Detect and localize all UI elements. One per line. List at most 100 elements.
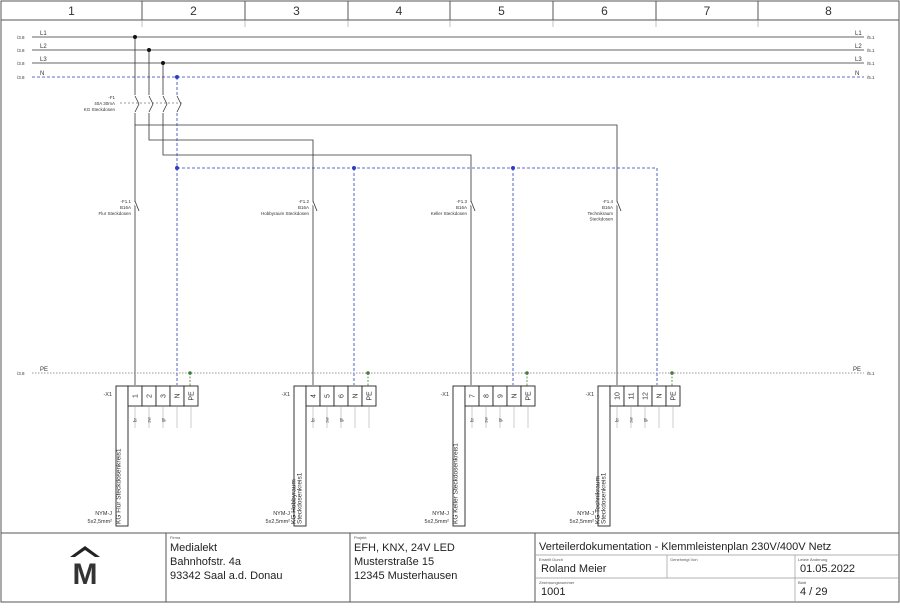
rcd-tag: -F1 — [108, 95, 115, 100]
breaker-contact — [470, 200, 476, 212]
cable-size: 5x2,5mm² — [425, 519, 450, 525]
junction-dot — [161, 61, 165, 65]
terminal-label-pe: PE — [671, 391, 678, 401]
terminal-label-11: 11 — [629, 392, 636, 399]
rail-right-ref: /5.1 — [867, 75, 875, 80]
rail-label-right: L3 — [855, 57, 862, 63]
pe-left-ref: /3.8 — [17, 371, 25, 376]
terminal-label-8: 8 — [484, 394, 491, 398]
sheet-label: Blatt — [798, 580, 807, 585]
terminal-label-5: 5 — [325, 394, 332, 398]
terminal-strip-tag: -X1 — [103, 392, 112, 398]
breaker-desc: Flur Steckdosen — [98, 211, 131, 216]
pe-label-right: PE — [853, 367, 861, 373]
cable-type: NYM-J — [577, 511, 594, 517]
junction-dot — [133, 35, 137, 39]
rcd-contact — [148, 95, 154, 105]
column-number-7: 7 — [704, 4, 711, 18]
rail-label-left: N — [40, 71, 44, 77]
column-number-4: 4 — [396, 4, 403, 18]
company-city: 93342 Saal a.d. Donau — [170, 570, 283, 582]
terminal-label-9: 9 — [498, 394, 505, 398]
cable-size: 5x2,5mm² — [570, 519, 595, 525]
title-block-frame — [1, 532, 899, 602]
rail-left-ref: /3.8 — [17, 61, 25, 66]
breaker-rating: B16A — [602, 205, 613, 210]
rail-label-left: L2 — [40, 44, 47, 50]
circuit-name: Steckdosenkreis1 — [601, 472, 608, 524]
feed-l3-circuit3 — [162, 113, 472, 385]
breaker-rating: B16A — [120, 205, 131, 210]
terminal-label-pe: PE — [367, 391, 374, 401]
circuit-name: KG Technikraum — [595, 476, 602, 524]
drawing-number-label: Zeichnungsnummer — [539, 580, 575, 585]
cable-size: 5x2,5mm² — [88, 519, 113, 525]
breaker-tag: -F1.4 — [602, 199, 613, 204]
terminal-label-12: 12 — [643, 392, 650, 400]
circuit-label-box — [115, 385, 129, 527]
rail-label-left: L1 — [40, 31, 47, 37]
circuit-label-box — [597, 385, 611, 527]
breaker-tag: -F1.2 — [298, 199, 309, 204]
neutral-junction — [352, 166, 356, 170]
rail-right-ref: /5.1 — [867, 61, 875, 66]
terminal-label-2: 2 — [147, 394, 154, 398]
breaker-desc: Hobbyraum Steckdosen — [261, 211, 310, 216]
column-number-3: 3 — [293, 4, 300, 18]
company-street: Bahnhofstr. 4a — [170, 556, 241, 568]
terminal-label-n: N — [353, 393, 360, 398]
rail-label-right: N — [855, 71, 859, 77]
created-by: Roland Meier — [541, 563, 607, 575]
column-number-6: 6 — [601, 4, 608, 18]
neutral-junction — [511, 166, 515, 170]
rail-label-right: L2 — [855, 44, 862, 50]
rcd-contact — [134, 103, 140, 113]
project-label: Projekt — [354, 535, 367, 540]
junction-dot — [147, 48, 151, 52]
column-number-1: 1 — [68, 4, 75, 18]
terminal-label-n: N — [512, 393, 519, 398]
terminal-strip-tag: -X1 — [281, 392, 290, 398]
breaker-desc: Steckdosen — [589, 217, 613, 222]
breaker-rating: B16A — [456, 205, 467, 210]
company-name: Medialekt — [170, 542, 218, 554]
column-number-5: 5 — [498, 4, 505, 18]
rcd-contact — [176, 103, 182, 113]
terminal-label-1: 1 — [133, 394, 140, 398]
rail-left-ref: /3.8 — [17, 75, 25, 80]
terminal-label-n: N — [175, 393, 182, 398]
project-street: Musterstraße 15 — [354, 556, 435, 568]
breaker-rating: B16A — [298, 205, 309, 210]
breaker-contact — [616, 200, 622, 212]
approved-by-label: Genehmigt Von — [670, 557, 698, 562]
terminal-label-7: 7 — [470, 394, 477, 398]
cable-type: NYM-J — [273, 511, 290, 517]
column-number-8: 8 — [825, 4, 832, 18]
breaker-desc: Technikraum — [587, 211, 613, 216]
column-separators — [141, 20, 759, 27]
project-city: 12345 Musterhausen — [354, 570, 458, 582]
pe-label-left: PE — [40, 367, 48, 373]
breaker-contact — [134, 200, 140, 212]
circuit-wiring — [133, 35, 658, 385]
feed-l1-circuit4 — [135, 124, 618, 385]
circuit-name: KG Flur Steckdosenkreis1 — [116, 448, 123, 524]
sheet-number: 4 / 29 — [800, 586, 828, 598]
terminal-label-3: 3 — [161, 394, 168, 398]
rcd-contact — [162, 95, 168, 105]
rcd-contact — [148, 103, 154, 113]
company-label: Firma — [170, 535, 181, 540]
rail-left-ref: /3.8 — [17, 35, 25, 40]
circuit-name: KG Hobbyraum — [291, 479, 298, 524]
